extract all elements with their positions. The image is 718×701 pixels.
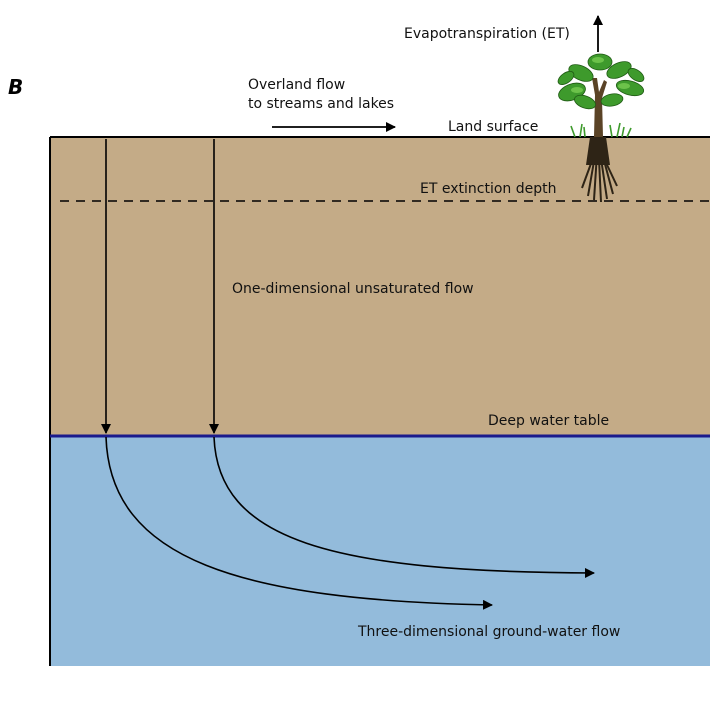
overland-flow-label-line1: Overland flow bbox=[248, 77, 345, 93]
saturated-zone bbox=[50, 436, 710, 666]
groundwater-flow-curve-inner bbox=[213, 436, 595, 578]
panel-letter: B bbox=[8, 75, 23, 99]
et-extinction-depth-label: ET extinction depth bbox=[420, 181, 556, 197]
unsaturated-flow-label: One-dimensional unsaturated flow bbox=[232, 281, 474, 297]
land-surface-label: Land surface bbox=[448, 119, 538, 135]
groundwater-flow-curve-outer bbox=[105, 436, 493, 610]
deep-water-table-label: Deep water table bbox=[488, 413, 609, 429]
tree-icon bbox=[557, 53, 645, 203]
groundwater-flow-label: Three-dimensional ground-water flow bbox=[357, 624, 620, 640]
evapotranspiration-label: Evapotranspiration (ET) bbox=[404, 26, 570, 42]
overland-flow-label-line2: to streams and lakes bbox=[248, 96, 394, 112]
